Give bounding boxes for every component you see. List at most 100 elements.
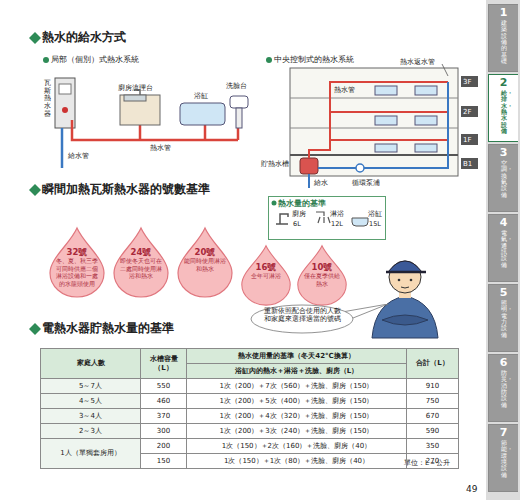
floor-tag: 3F [463,78,471,86]
speech-bubble: 重新依照配合使用的人數和家庭來選擇適當的號碼 [250,304,354,334]
tab-number: 5 [489,287,518,299]
table-cell: 1次（200）＋4次（320）＋洗臉、廚房（150） [187,409,407,424]
shape-part [114,228,168,297]
cell-text: 460 [157,397,170,405]
cell-text: 2～3人 [79,427,102,435]
part-label: 浴缸 [368,211,382,218]
table-cell: 910 [407,379,459,394]
floor-tag: 2F [463,108,471,116]
cell-text: 1次（200）＋5次（400）＋洗臉、廚房（150） [220,397,374,405]
table-cell: 460 [141,394,187,409]
drop-number: 24號 [118,248,164,257]
tab-number: 2 [489,77,518,89]
table-row: 5～7人 550 1次（200）＋7次（560）＋洗臉、廚房（150） 910 [41,379,459,394]
part-label: 浴缸 [194,92,208,100]
tab-title: 防災・消防設備 [501,370,507,408]
cell-text: 熱水使用量的基準（冬天42°C換算） [238,352,354,360]
drop-number: 32號 [54,248,100,257]
cell-text: 1次（200）＋4次（320）＋洗臉、廚房（150） [220,412,374,420]
table-cell: 300 [141,424,187,439]
tab-title: 節能・環境設備 [501,440,507,478]
section-heading: 熱水的給水方式 [42,31,126,45]
table-cell: 浴缸內的熱水＋淋浴＋洗臉、廚房（L） [187,364,407,379]
chapter-tab: 5照明・電力設備 [488,284,518,352]
drop-text: 20號能同時使用淋浴和熱水 [182,248,228,294]
table-cell: 670 [407,409,459,424]
cell-text: 270 [426,457,439,465]
part-label: 廚房 [292,211,306,218]
shape-part [251,305,353,333]
page-number: 49 [466,484,477,494]
table-cell: 5～7人 [41,379,141,394]
tab-title: 給・排水・熱水設備 [501,90,507,134]
drop-number: 10號 [302,263,342,272]
tab-number: 4 [489,217,518,229]
table-cell: 370 [141,409,187,424]
cell-text: 300 [157,427,170,435]
table-cell: 750 [407,394,459,409]
table-cell: 270 [407,454,459,469]
drop-body: 冬、夏、秋三季可同時供應二個淋浴設備和一處的水龍頭使用 [54,257,100,287]
box-heading: 熱水量的基準 [278,199,385,209]
table-cell: 550 [141,379,187,394]
table-cell: 2～3人 [41,424,141,439]
part-label: 15L [369,221,381,228]
table-cell: 水槽容量（L） [141,349,187,379]
table-cell: 1次（150）＋2次（160）＋洗臉、廚房（40） [187,439,407,454]
table-row: 1人（單獨套房用）2001次（150）＋2次（160）＋洗臉、廚房（40）350 [41,439,459,454]
part-label: 淋浴 [330,211,344,218]
cell-text: 910 [426,382,439,390]
cell-text: 水槽容量（L） [150,355,178,371]
section-heading: 電熱水器貯熱水量的基準 [42,322,174,336]
table-cell: 3～4人 [41,409,141,424]
section-heading: 瞬間加熱瓦斯熱水器的號數基準 [42,183,210,197]
tab-title: 建築設備的基礎 [501,20,507,64]
part-label: 熱水管 [334,86,355,94]
part-label: 局部（個別）式熱水系統 [51,55,139,64]
tab-title: 照明・電力設備 [501,300,507,338]
table-cell: 家庭人數 [41,349,141,379]
floor-tag: B1 [463,160,472,168]
bubble-text: 重新依照配合使用的人數和家庭來選擇適當的號碼 [250,304,354,324]
cell-text: 3～4人 [79,412,102,420]
table-cell: 200 [141,439,187,454]
drop-badge: 20號能同時使用淋浴和熱水 [176,226,234,298]
tab-title: 電氣・通訊設備 [501,230,507,268]
part-label: 洗臉台 [226,82,247,90]
drop-badge: 16號全年可淋浴 [240,244,292,306]
drop-badge: 24號即使冬天也可在二處同時使用淋浴和熱水 [112,226,170,298]
cell-text: 370 [157,412,170,420]
table-body: 家庭人數水槽容量（L）熱水使用量的基準（冬天42°C換算）合計（L）浴缸內的熱水… [41,349,459,469]
drop-number: 16號 [246,263,286,272]
table-row: 家庭人數水槽容量（L）熱水使用量的基準（冬天42°C換算）合計（L） [41,349,459,364]
tab-number: 7 [489,427,518,439]
cell-text: 550 [157,382,170,390]
part-label: 給水 [314,179,328,187]
table-cell: 590 [407,424,459,439]
shape-part [242,246,290,305]
tab-number: 1 [489,7,518,19]
cell-text: 1次（200）＋3次（240）＋洗臉、廚房（150） [220,427,374,435]
chapter-tab: 6防災・消防設備 [488,354,518,422]
chapter-tab: 2給・排水・熱水設備 [488,74,518,142]
chapter-tab: 7節能・環境設備 [488,424,518,492]
part-label: 6L [293,221,301,228]
cell-text: 150 [157,457,170,465]
table-cell: 150 [141,454,187,469]
drop-badge: 32號冬、夏、秋三季可同時供應二個淋浴設備和一處的水龍頭使用 [48,226,106,298]
chapter-tab: 4電氣・通訊設備 [488,214,518,282]
cell-text: 5～7人 [79,382,102,390]
chapter-tab: 3空調・換氣設備 [488,144,518,212]
chapter-tab: 1建築設備的基礎 [488,4,518,72]
tab-title: 空調・換氣設備 [501,160,507,198]
table-row: 4～5人 460 1次（200）＋5次（400）＋洗臉、廚房（150） 750 [41,394,459,409]
shape-part [178,228,232,297]
cell-text: 1次（150）＋1次（80）＋洗臉、廚房（40） [224,457,369,465]
table-cell: 1次（200）＋7次（560）＋洗臉、廚房（150） [187,379,407,394]
drop-body: 僅在夏季供給熱水 [302,272,342,287]
part-label: 中央控制式的熱水系統 [274,55,354,64]
table-cell: 4～5人 [41,394,141,409]
drop-badge: 10號僅在夏季供給熱水 [296,244,348,306]
part-label: 12L [331,221,343,228]
